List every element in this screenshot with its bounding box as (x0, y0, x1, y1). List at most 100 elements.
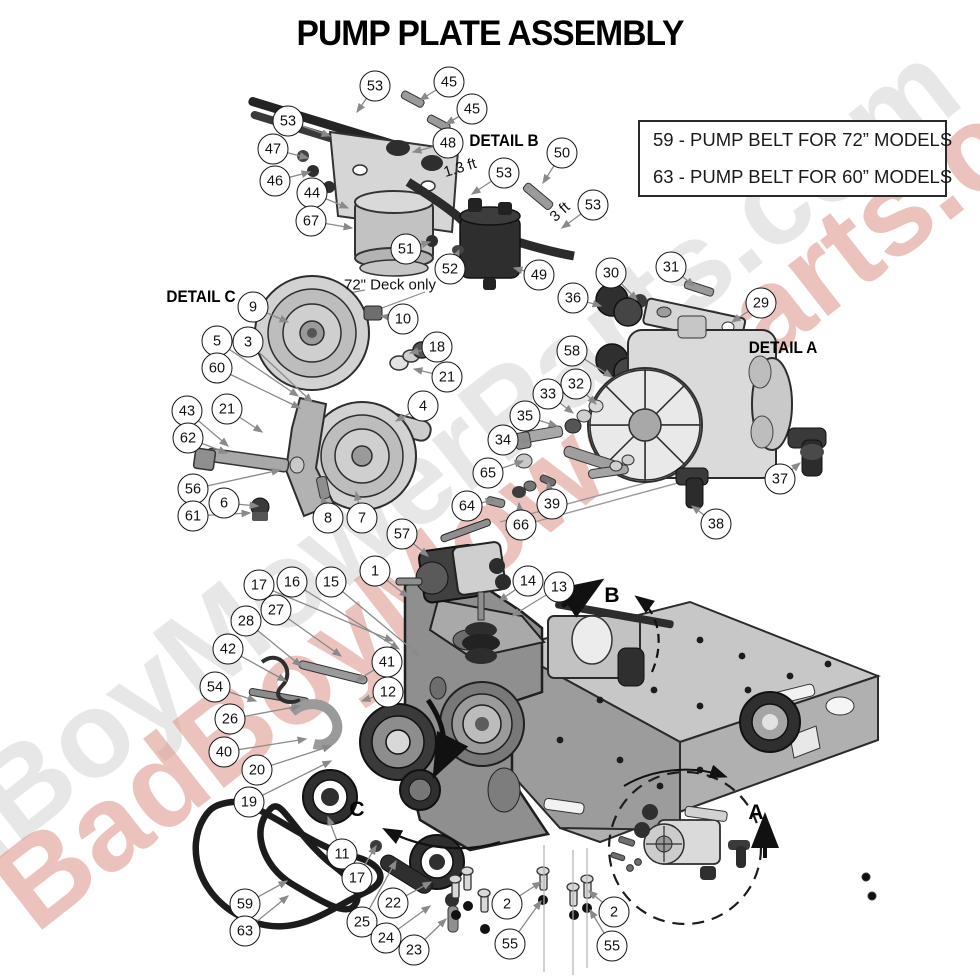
callout-number: 34 (494, 432, 512, 448)
callout-33: 33 (532, 378, 564, 410)
callout-56: 56 (177, 473, 209, 505)
callout-58: 58 (556, 335, 588, 367)
callout-37: 37 (764, 463, 796, 495)
callout-55: 55 (596, 930, 628, 962)
callout-number: 58 (563, 343, 581, 359)
callout-number: 17 (250, 577, 268, 593)
callout-number: 15 (322, 574, 340, 590)
callout-65: 65 (472, 457, 504, 489)
detail-c-label: DETAIL C (166, 287, 236, 306)
callout-number: 51 (397, 241, 415, 257)
callout-number: 59 (236, 896, 254, 912)
callout-number: 35 (516, 408, 534, 424)
callout-number: 67 (302, 213, 320, 229)
page-title: PUMP PLATE ASSEMBLY (296, 14, 685, 53)
callout-53: 53 (359, 70, 391, 102)
callout-35: 35 (509, 400, 541, 432)
callout-13: 13 (543, 571, 575, 603)
callout-3: 3 (232, 326, 264, 358)
callout-15: 15 (315, 566, 347, 598)
callout-45: 45 (433, 66, 465, 98)
callout-number: 5 (212, 333, 222, 349)
callout-number: 64 (458, 498, 476, 514)
callout-number: 44 (303, 185, 321, 201)
callout-number: 55 (603, 938, 621, 954)
callout-29: 29 (745, 287, 777, 319)
callout-number: 61 (184, 508, 202, 524)
callout-57: 57 (386, 518, 418, 550)
view-c-label: C (349, 798, 365, 821)
callout-number: 9 (248, 299, 258, 315)
callout-number: 41 (378, 654, 396, 670)
legend-line-60: 63 - PUMP BELT FOR 60” MODELS (653, 165, 953, 187)
callout-number: 65 (479, 465, 497, 481)
legend-line-72: 59 - PUMP BELT FOR 72” MODELS (653, 129, 953, 151)
callout-19: 19 (233, 786, 265, 818)
callout-number: 24 (377, 930, 395, 946)
callout-53: 53 (488, 157, 520, 189)
callout-51: 51 (390, 233, 422, 265)
callout-number: 54 (206, 679, 224, 695)
view-b-label: B (604, 584, 620, 607)
callout-39: 39 (536, 488, 568, 520)
callout-32: 32 (560, 368, 592, 400)
callout-5: 5 (201, 325, 233, 357)
callout-number: 22 (384, 895, 402, 911)
callout-8: 8 (312, 502, 344, 534)
callout-40: 40 (208, 736, 240, 768)
callout-number: 62 (179, 430, 197, 446)
view-a-label: A (748, 801, 764, 824)
callout-27: 27 (260, 594, 292, 626)
callout-number: 40 (215, 744, 233, 760)
callout-number: 16 (283, 574, 301, 590)
callout-31: 31 (655, 251, 687, 283)
elbow-fitting-38-art (675, 467, 709, 509)
pump-57-art (395, 518, 511, 604)
callout-number: 27 (267, 602, 285, 618)
callout-7: 7 (346, 502, 378, 534)
callout-number: 53 (495, 165, 513, 181)
callout-number: 19 (240, 794, 258, 810)
callout-number: 21 (218, 401, 236, 417)
callout-45: 45 (456, 93, 488, 125)
callout-41: 41 (371, 646, 403, 678)
detail-a-reference-art (607, 764, 877, 926)
callout-66: 66 (505, 509, 537, 541)
callout-number: 29 (752, 295, 770, 311)
callout-number: 46 (266, 173, 284, 189)
callout-38: 38 (700, 508, 732, 540)
callout-number: 2 (609, 904, 619, 920)
callout-25: 25 (346, 906, 378, 938)
callout-number: 20 (248, 762, 266, 778)
callout-number: 14 (519, 573, 537, 589)
callout-50: 50 (546, 137, 578, 169)
callout-53: 53 (577, 189, 609, 221)
callout-number: 63 (236, 923, 254, 939)
callout-17: 17 (341, 862, 373, 894)
callout-48: 48 (432, 127, 464, 159)
callout-55: 55 (494, 928, 526, 960)
callout-number: 28 (237, 613, 255, 629)
idler-arm-art (192, 275, 432, 521)
callout-54: 54 (199, 671, 231, 703)
callout-number: 56 (184, 481, 202, 497)
callout-number: 45 (463, 101, 481, 117)
callout-10: 10 (387, 303, 419, 335)
leader-line-5 (216, 340, 300, 397)
callout-59: 59 (229, 888, 261, 920)
callout-6: 6 (208, 487, 240, 519)
callout-61: 61 (177, 500, 209, 532)
callout-number: 57 (393, 526, 411, 542)
callout-number: 55 (501, 936, 519, 952)
callout-number: 13 (550, 579, 568, 595)
callout-22: 22 (377, 887, 409, 919)
callout-36: 36 (557, 282, 589, 314)
callout-42: 42 (212, 633, 244, 665)
callout-number: 8 (323, 510, 333, 526)
callout-23: 23 (398, 934, 430, 966)
callout-number: 18 (428, 339, 446, 355)
callout-number: 6 (219, 495, 229, 511)
callout-67: 67 (295, 205, 327, 237)
callout-2: 2 (491, 888, 523, 920)
callout-number: 2 (502, 896, 512, 912)
